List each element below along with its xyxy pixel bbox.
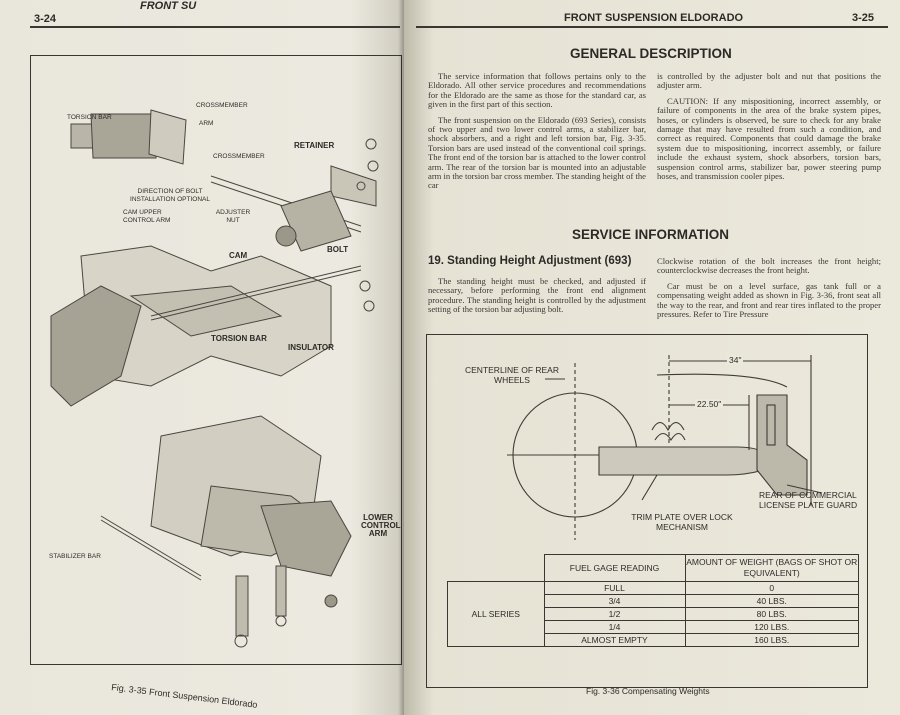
label-crossmember-mid: CROSSMEMBER (213, 153, 265, 160)
label-cam: CAM (229, 251, 248, 260)
table-row: ALL SERIES FULL 0 (447, 581, 859, 647)
left-header-rule (30, 26, 400, 28)
service-information-heading: SERVICE INFORMATION (572, 227, 730, 242)
front-suspension-figure: TORSION BAR CROSSMEMBER ARM CROSSMEMBER … (30, 55, 402, 665)
left-page-number: 3-24 (34, 13, 57, 25)
table-cell-amount: 80 LBS. (684, 607, 859, 621)
right-page: FRONT SUSPENSION ELDORADO 3-25 GENERAL D… (404, 0, 900, 715)
standing-height-subheading: 19. Standing Height Adjustment (693) (428, 255, 632, 267)
left-page: 3-24 FRONT SU (0, 0, 412, 715)
label-stabilizer-bar: STABILIZER BAR (49, 553, 101, 560)
front-suspension-illustration (50, 109, 379, 648)
caution-paragraph: CAUTION: If any mispositioning, incorrec… (657, 95, 881, 182)
paragraph: The service information that follows per… (428, 71, 646, 110)
table-header-blank (447, 554, 545, 582)
label-torsion-bar-top: TORSION BAR (67, 114, 112, 121)
general-description-heading: GENERAL DESCRIPTION (570, 46, 732, 61)
dimension-34: 34" (727, 355, 744, 365)
right-running-title: FRONT SUSPENSION ELDORADO (564, 12, 744, 24)
table-row: 3/4 40 LBS. (448, 594, 859, 608)
right-header-rule (416, 26, 888, 28)
right-figure-caption: Fig. 3-36 Compensating Weights (586, 686, 710, 696)
label-insulator: INSULATOR (288, 343, 334, 352)
left-running-head: FRONT SU (140, 0, 197, 12)
paragraph: Clockwise rotation of the bolt increases… (657, 256, 881, 276)
table-header-amount: AMOUNT OF WEIGHT (BAGS OF SHOT OR EQUIVA… (684, 554, 859, 582)
table-cell-amount: 0 (684, 581, 859, 595)
label-retainer: RETAINER (294, 141, 335, 150)
label-cam-upper-control-arm: CAM UPPER CONTROL ARM (123, 209, 171, 224)
compensating-weights-table: FUEL GAGE READING AMOUNT OF WEIGHT (BAGS… (447, 554, 859, 647)
table-cell-reading: FULL (543, 581, 686, 595)
label-bolt: BOLT (327, 245, 349, 254)
right-page-number: 3-25 (852, 12, 875, 24)
paragraph: The standing height must be checked, and… (428, 276, 646, 315)
trunk-weight-placement-diagram (507, 355, 823, 540)
table-header-row: FUEL GAGE READING AMOUNT OF WEIGHT (BAGS… (447, 554, 859, 582)
paragraph: Car must be on a level surface, gas tank… (657, 280, 881, 320)
label-adjuster-nut: ADJUSTER NUT (215, 209, 251, 224)
table-cell-reading: 3/4 (543, 594, 686, 608)
left-figure-caption: Fig. 3-35 Front Suspension Eldorado (110, 682, 258, 710)
table-cell-amount: 120 LBS. (684, 620, 859, 634)
label-torsion-bar-bottom: TORSION BAR (211, 334, 267, 343)
service-information-right-column: Clockwise rotation of the bolt increases… (657, 256, 881, 325)
dimension-22-50: 22.50" (695, 399, 724, 409)
label-direction-of-bolt: DIRECTION OF BOLT INSTALLATION OPTIONAL (130, 188, 210, 203)
table-cell-reading: 1/4 (543, 620, 686, 634)
table-row: ALMOST EMPTY 160 LBS. (448, 633, 859, 647)
label-centerline-rear-wheels: CENTERLINE OF REAR WHEELS (465, 365, 559, 385)
paragraph: The front suspension on the Eldorado (69… (428, 114, 646, 191)
label-lower-control-arm: LOWER CONTROL ARM (361, 513, 401, 538)
paragraph: is controlled by the adjuster bolt and n… (657, 71, 881, 91)
label-arm-top: ARM (199, 120, 214, 127)
table-cell-reading: ALMOST EMPTY (543, 633, 686, 647)
general-description-left-column: The service information that follows per… (428, 71, 646, 197)
table-row: 1/4 120 LBS. (448, 620, 859, 634)
general-description-right-column: is controlled by the adjuster bolt and n… (657, 71, 881, 187)
label-crossmember-top: CROSSMEMBER (196, 102, 248, 109)
table-cell-reading: 1/2 (543, 607, 686, 621)
table-series-cell: ALL SERIES (447, 581, 545, 647)
service-information-left-column: The standing height must be checked, and… (428, 276, 646, 321)
table-cell-amount: 160 LBS. (684, 633, 859, 647)
table-cell-amount: 40 LBS. (684, 594, 859, 608)
table-header-fuel-gage: FUEL GAGE READING (543, 554, 686, 582)
compensating-weights-figure: CENTERLINE OF REAR WHEELS 34" 22.50" TRI… (426, 334, 868, 688)
label-trim-plate: TRIM PLATE OVER LOCK MECHANISM (631, 512, 733, 532)
label-rear-license-plate-guard: REAR OF COMMERCIAL LICENSE PLATE GUARD (759, 490, 858, 510)
